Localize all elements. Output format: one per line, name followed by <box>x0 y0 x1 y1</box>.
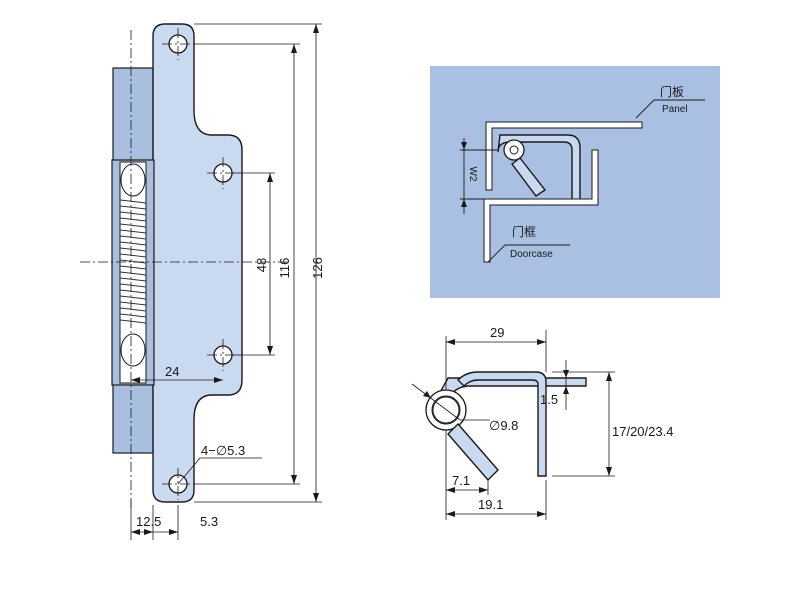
dim-19-1: 19.1 <box>478 497 503 512</box>
spring-coils <box>119 163 147 367</box>
dim-7-1: 7.1 <box>452 473 470 488</box>
dim-48: 48 <box>254 258 269 272</box>
dim-12-5: 12.5 <box>136 514 161 529</box>
panel-plate <box>485 121 643 191</box>
gap-label-w2: W2 <box>467 167 478 182</box>
doorcase-frame <box>483 149 599 263</box>
dim-pivot: ∅9.8 <box>489 418 518 433</box>
front-view: 126 116 48 24 4−∅5.3 12.5 5.3 <box>80 23 325 540</box>
dim-126: 126 <box>310 257 325 279</box>
install-pivot <box>503 139 525 161</box>
dim-hole-spec: 4−∅5.3 <box>201 443 245 458</box>
dim-1-5: 1.5 <box>540 392 558 407</box>
dim-116: 116 <box>277 258 292 279</box>
dim-5-3: 5.3 <box>200 514 218 529</box>
install-view: 门板 Panel 门框 Doorcase W2 <box>430 66 720 298</box>
side-view: 29 1.5 ∅9.8 17/20/23.4 7.1 19.1 <box>411 325 673 520</box>
dim-29: 29 <box>490 325 504 340</box>
panel-label-cn: 门板 <box>660 84 684 99</box>
panel-label-en: Panel <box>662 104 688 115</box>
dim-24: 24 <box>165 364 179 379</box>
dim-heights: 17/20/23.4 <box>612 424 673 439</box>
install-hinge-body <box>497 134 581 201</box>
frame-label-en: Doorcase <box>510 249 553 260</box>
front-flange <box>152 23 243 503</box>
frame-label-cn: 门框 <box>512 224 536 239</box>
